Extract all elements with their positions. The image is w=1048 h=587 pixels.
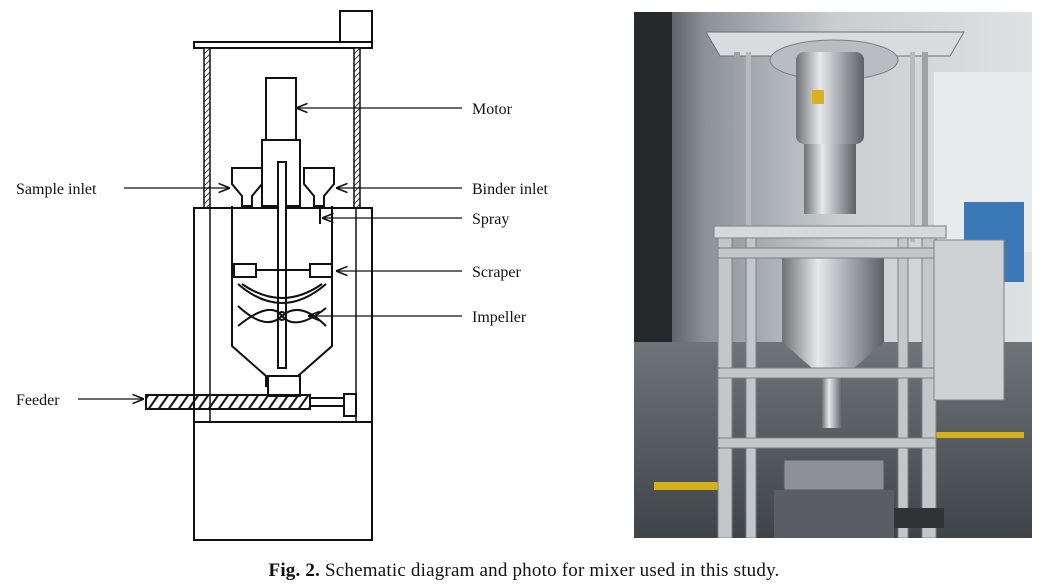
figure-caption: Fig. 2. Schematic diagram and photo for …	[0, 560, 1048, 582]
outlet	[267, 375, 301, 397]
frame-lower	[193, 421, 373, 541]
spray-label: Spray	[472, 211, 509, 228]
feeder-shaft	[309, 397, 345, 407]
mixer-photo	[634, 12, 1032, 538]
feeder-motor	[343, 393, 357, 417]
sample-inlet-funnel	[231, 167, 263, 207]
feeder-label: Feeder	[16, 392, 60, 409]
support-rod-left	[203, 47, 211, 209]
sample-inlet-label: Sample inlet	[16, 181, 97, 198]
support-rod-right	[353, 47, 361, 209]
caption-prefix: Fig. 2.	[268, 560, 321, 581]
impeller-label: Impeller	[472, 309, 527, 326]
scraper-left	[233, 263, 257, 278]
scraper-right	[309, 263, 333, 278]
mixer-schematic: Motor Sample inlet Binder inlet Spray Sc…	[16, 10, 549, 541]
feeder-screw	[145, 394, 311, 410]
top-plate	[193, 41, 373, 49]
binder-inlet-label: Binder inlet	[472, 181, 549, 198]
binder-inlet-funnel	[303, 167, 335, 207]
caption-text: Schematic diagram and photo for mixer us…	[325, 560, 780, 581]
top-box	[339, 10, 373, 43]
scraper-label: Scraper	[472, 264, 522, 281]
motor-label: Motor	[472, 101, 513, 118]
motor	[265, 77, 297, 141]
shaft	[277, 161, 287, 369]
